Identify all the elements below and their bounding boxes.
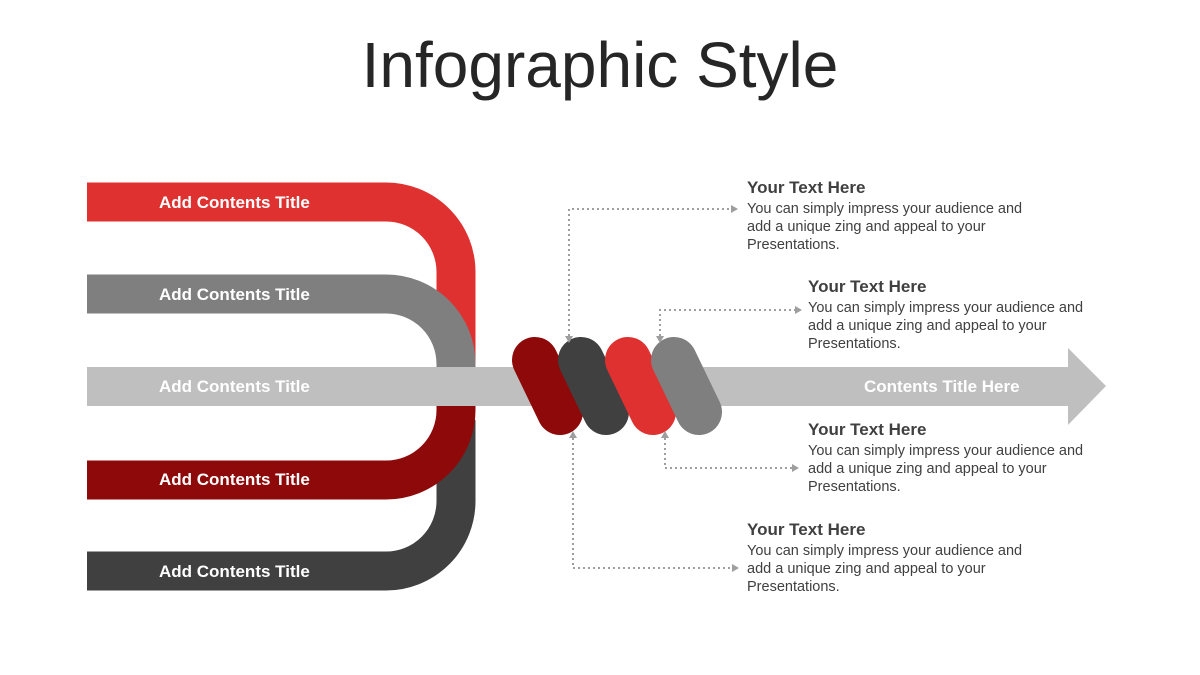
band-gray: [87, 274, 476, 386]
connector-2-arrowhead: [795, 306, 802, 314]
arrow-label: Contents Title Here: [864, 377, 1020, 396]
arrow-head: [1068, 348, 1106, 425]
callout-title: Your Text Here: [747, 520, 866, 539]
connector-1: [568, 208, 732, 336]
connector-3-start-arrowhead: [661, 431, 669, 438]
callout-2: Your Text Here You can simply impress yo…: [808, 277, 1098, 353]
connector-3: [664, 438, 793, 469]
callout-title: Your Text Here: [808, 277, 927, 296]
callout-body: You can simply impress your audience and…: [747, 201, 1023, 253]
callout-4: Your Text Here You can simply impress yo…: [747, 520, 1037, 596]
connector-1-start-arrowhead: [565, 336, 573, 343]
twist-capsule-dark-red: [512, 337, 583, 435]
band-red: [87, 182, 476, 386]
callout-body: You can simply impress your audience and…: [808, 300, 1084, 352]
connector-4-arrowhead: [732, 564, 739, 572]
band-charcoal: [87, 420, 476, 591]
connector-4: [572, 438, 733, 569]
band-label-3: Add Contents Title: [159, 377, 310, 396]
callout-1: Your Text Here You can simply impress yo…: [747, 178, 1037, 254]
callout-body: You can simply impress your audience and…: [747, 543, 1023, 595]
band-label-2: Add Contents Title: [159, 285, 310, 304]
band-label-4: Add Contents Title: [159, 470, 310, 489]
callout-body: You can simply impress your audience and…: [808, 443, 1084, 495]
band-label-1: Add Contents Title: [159, 193, 310, 212]
twist-capsule-charcoal: [558, 337, 629, 435]
twist-capsule-red: [605, 337, 676, 435]
band-dark-red: [87, 386, 476, 500]
band-label-5: Add Contents Title: [159, 562, 310, 581]
connector-4-start-arrowhead: [569, 431, 577, 438]
twist-capsule-gray: [651, 337, 722, 435]
slide-title: Infographic Style: [361, 29, 839, 101]
connector-2-start-arrowhead: [656, 336, 664, 343]
connector-2: [659, 309, 796, 336]
twist-knot: [512, 337, 722, 435]
connector-3-arrowhead: [792, 464, 799, 472]
connector-1-arrowhead: [731, 205, 738, 213]
callout-title: Your Text Here: [808, 420, 927, 439]
callout-3: Your Text Here You can simply impress yo…: [808, 420, 1098, 496]
callout-title: Your Text Here: [747, 178, 866, 197]
